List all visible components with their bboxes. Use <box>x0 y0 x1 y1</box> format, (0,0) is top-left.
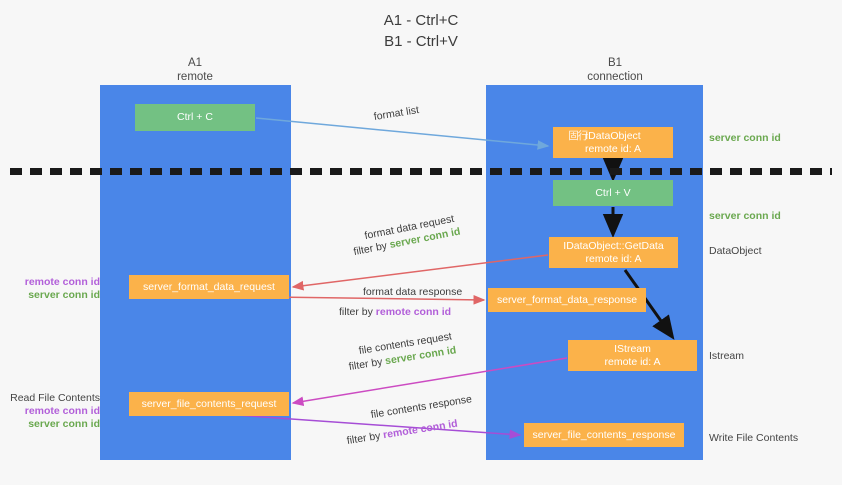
lane-header-a1: A1 remote <box>120 56 270 84</box>
filter-key-remote-conn-id: remote conn id <box>382 417 459 442</box>
annotation-remote-conn-id-2: remote conn id <box>24 405 100 417</box>
edge-label-file-contents-response-text: file contents response <box>369 393 473 422</box>
annotation-istream: Istream <box>709 350 745 362</box>
edge-label-format-data-response: format data response <box>363 285 462 299</box>
annotation-remote-conn-id: remote conn id <box>24 276 100 288</box>
node-getdata-label: IDataObject::GetData <box>563 239 664 252</box>
node-getdata-sub: remote id: A <box>585 252 642 265</box>
node-ctrl-v-label: Ctrl + V <box>595 186 631 199</box>
annotation-server-conn-id-second: server conn id <box>709 210 781 222</box>
filter-key-remote-conn-id: remote conn id <box>375 306 452 318</box>
annotation-server-conn-id-2: server conn id <box>28 418 100 430</box>
filter-prefix: filter by <box>347 355 387 374</box>
node-idataobject-label-wrap: 固行 IDataObject <box>568 129 641 143</box>
annotation-dataobject: DataObject <box>709 245 762 257</box>
title-line-2: B1 - Ctrl+V <box>384 33 458 50</box>
diagram-title: A1 - Ctrl+C B1 - Ctrl+V <box>0 10 842 52</box>
lane-header-b1-name: B1 <box>607 57 623 69</box>
node-format-data-response-label: server_format_data_response <box>496 293 638 306</box>
node-idataobject[interactable]: 固行 IDataObject remote id: A <box>553 127 673 158</box>
node-server-file-contents-response[interactable]: server_file_contents_response <box>524 423 684 447</box>
node-format-data-request-label: server_format_data_request <box>143 280 275 293</box>
node-idataobject-label: IDataObject <box>585 129 641 142</box>
lane-header-b1-role: connection <box>587 71 643 83</box>
annotation-server-conn-id: server conn id <box>28 289 100 301</box>
edge-label-file-contents-response: file contents response <box>370 392 473 422</box>
lane-header-a1-name: A1 <box>187 57 203 69</box>
node-istream-sub: remote id: A <box>604 355 661 368</box>
node-idataobject-getdata[interactable]: IDataObject::GetData remote id: A <box>549 237 678 268</box>
edge-label-format-list-text: format list <box>372 104 420 124</box>
filter-prefix: filter by <box>339 306 376 318</box>
node-idataobject-artifact: 固行 <box>568 129 588 142</box>
node-server-format-data-response[interactable]: server_format_data_response <box>488 288 646 312</box>
annotation-read-file-contents: Read File Contents <box>10 392 100 404</box>
node-server-file-contents-request[interactable]: server_file_contents_request <box>129 392 289 416</box>
edge-label-format-data-response-filter: filter by remote conn id <box>339 305 451 319</box>
annotation-left-conn-ids-format: remote conn id server conn id <box>8 276 100 302</box>
node-ctrl-c[interactable]: Ctrl + C <box>135 104 255 131</box>
node-idataobject-sub: remote id: A <box>584 142 642 155</box>
node-file-contents-response-label: server_file_contents_response <box>532 428 676 441</box>
annotation-write-file-contents: Write File Contents <box>709 432 799 444</box>
annotation-server-conn-id-top: server conn id <box>709 132 781 144</box>
filter-prefix: filter by <box>345 429 385 448</box>
phase-divider <box>10 168 832 175</box>
node-ctrl-c-label: Ctrl + C <box>177 111 213 123</box>
title-line-1: A1 - Ctrl+C <box>383 12 459 29</box>
node-file-contents-request-label: server_file_contents_request <box>141 397 277 410</box>
lane-header-b1: B1 connection <box>530 56 700 84</box>
lane-header-a1-role: remote <box>177 71 213 83</box>
edge-label-file-contents-response-filter: filter by remote conn id <box>346 417 459 448</box>
filter-prefix: filter by <box>352 239 391 259</box>
edge-label-format-data-response-text: format data response <box>363 286 463 298</box>
node-istream-label: IStream <box>614 342 651 355</box>
node-server-format-data-request[interactable]: server_format_data_request <box>129 275 289 299</box>
edge-label-format-list: format list <box>373 103 420 124</box>
node-ctrl-v[interactable]: Ctrl + V <box>553 180 673 206</box>
node-istream[interactable]: IStream remote id: A <box>568 340 697 371</box>
annotation-left-conn-ids-file: Read File Contents remote conn id server… <box>8 392 100 431</box>
